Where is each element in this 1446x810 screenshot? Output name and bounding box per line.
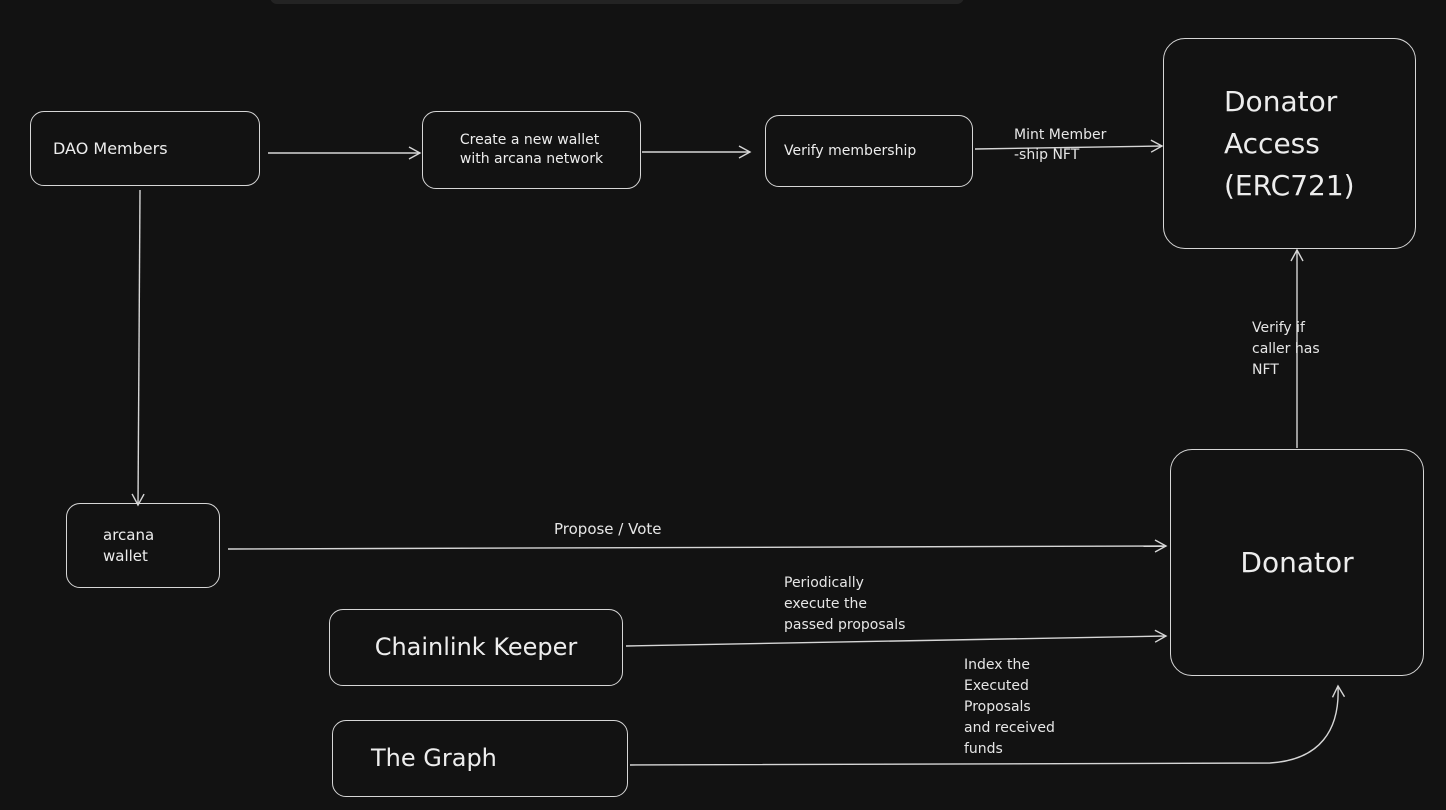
arrow-arcana-to-donator xyxy=(227,539,1168,553)
chainlink-keeper-node[interactable]: Chainlink Keeper xyxy=(329,609,623,686)
chainlink-keeper-label: Chainlink Keeper xyxy=(374,633,578,662)
create-wallet-label: Create a new wallet with arcana network xyxy=(459,132,604,167)
dao-members-node[interactable]: DAO Members xyxy=(30,111,260,186)
the-graph-node[interactable]: The Graph xyxy=(332,720,628,797)
dao-members-label: DAO Members xyxy=(53,138,168,158)
arrow-dao-to-arcana-wallet xyxy=(131,189,145,507)
verify-membership-node[interactable]: Verify membership xyxy=(765,115,973,187)
arrow-graph-to-donator xyxy=(629,684,1346,766)
donator-access-label: Donator Access (ERC721) xyxy=(1224,84,1355,202)
arcana-wallet-label: arcana wallet xyxy=(103,526,155,565)
donator-label: Donator xyxy=(1240,545,1354,579)
top-toolbar-strip xyxy=(270,0,964,4)
index-executed-edge-label: Index the Executed Proposals and receive… xyxy=(964,657,1055,757)
the-graph-label: The Graph xyxy=(371,744,497,773)
arrow-verify-to-donator-access xyxy=(974,139,1164,153)
verify-nft-edge-label: Verify if caller has NFT xyxy=(1252,320,1320,378)
verify-membership-label: Verify membership xyxy=(784,142,917,159)
donator-access-node[interactable]: Donator Access (ERC721) xyxy=(1163,38,1416,249)
create-wallet-node[interactable]: Create a new wallet with arcana network xyxy=(422,111,641,189)
propose-vote-edge-label: Propose / Vote xyxy=(554,520,662,538)
donator-node[interactable]: Donator xyxy=(1170,449,1424,676)
arcana-wallet-node[interactable]: arcana wallet xyxy=(66,503,220,588)
arrow-chainlink-to-donator xyxy=(625,629,1168,647)
periodically-execute-edge-label: Periodically execute the passed proposal… xyxy=(784,575,906,633)
mint-membership-edge-label: Mint Member -ship NFT xyxy=(1014,127,1107,163)
